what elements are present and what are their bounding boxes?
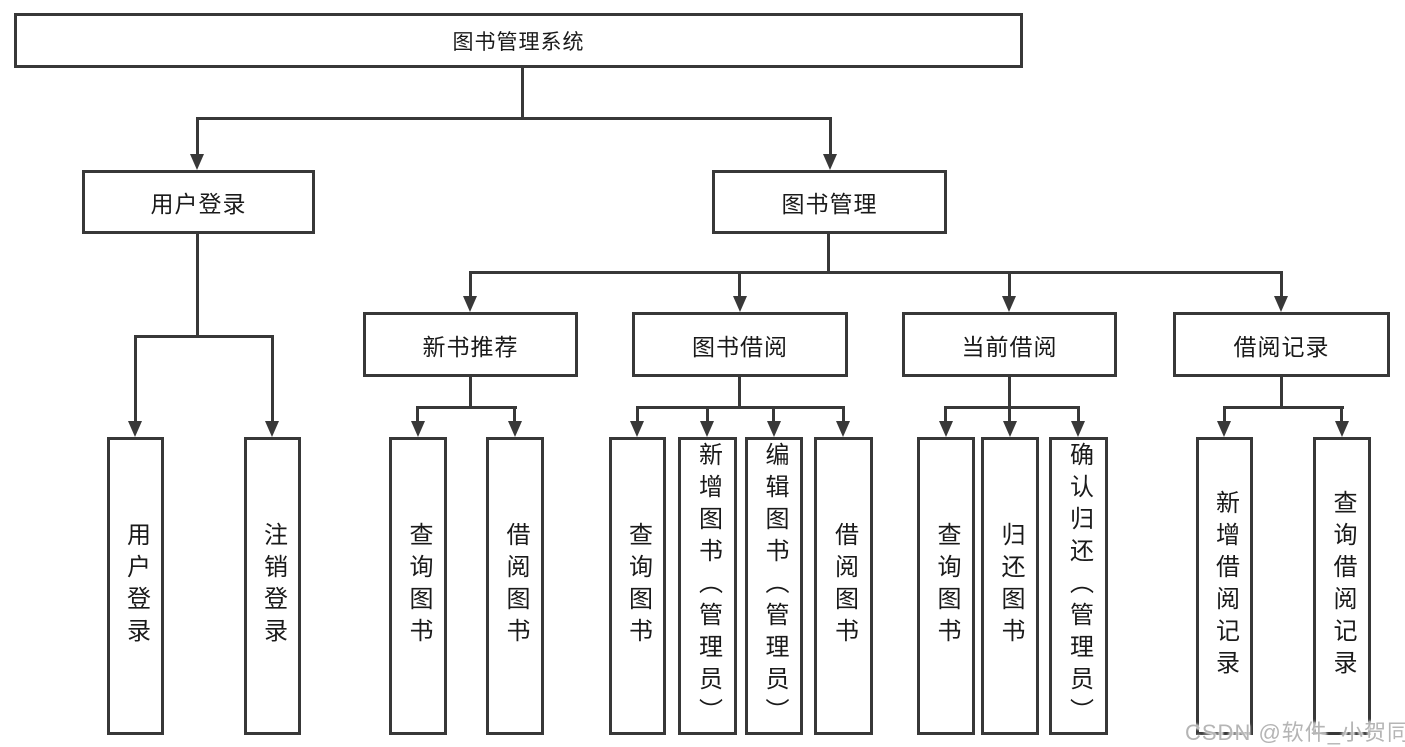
leaf-user-login: 用户登录 (107, 437, 164, 735)
connector-line (1223, 406, 1344, 409)
connector-line (1008, 271, 1011, 297)
node-borrowing-records: 借阅记录 (1173, 312, 1390, 377)
connector-line (469, 271, 472, 297)
connector-line (1077, 406, 1080, 422)
connector-line (271, 335, 274, 421)
node-new-book-recommend: 新书推荐 (363, 312, 578, 377)
connector-line (417, 406, 517, 409)
connector-line (636, 406, 845, 409)
connector-line (1280, 377, 1283, 408)
connector-line (772, 406, 775, 422)
connector-line (469, 271, 1283, 274)
connector-line (842, 406, 845, 422)
leaf-borrow-edit-books-admin: 编辑图书（管理员） (745, 437, 803, 735)
arrow-down-icon (508, 421, 522, 437)
arrow-down-icon (128, 421, 142, 437)
csdn-watermark: CSDN @软件_小贺同学 (1185, 720, 1405, 745)
arrow-down-icon (265, 421, 279, 437)
node-user-login: 用户登录 (82, 170, 315, 234)
connector-line (706, 406, 709, 422)
connector-line (1008, 377, 1011, 408)
arrow-down-icon (190, 154, 204, 170)
connector-line (134, 335, 137, 421)
connector-line (944, 406, 1080, 409)
connector-line (469, 377, 472, 408)
node-current-borrowing: 当前借阅 (902, 312, 1117, 377)
leaf-borrow-add-books-admin: 新增图书（管理员） (678, 437, 737, 735)
connector-line (196, 234, 199, 335)
arrow-down-icon (1003, 421, 1017, 437)
leaf-records-add-record: 新增借阅记录 (1196, 437, 1253, 735)
connector-line (944, 406, 947, 422)
connector-line (1223, 406, 1226, 422)
connector-line (521, 68, 524, 117)
connector-line (134, 335, 274, 338)
arrow-down-icon (1002, 296, 1016, 312)
arrow-down-icon (836, 421, 850, 437)
arrow-down-icon (939, 421, 953, 437)
connector-line (196, 117, 199, 155)
connector-line (1008, 406, 1011, 422)
connector-line (196, 117, 832, 120)
connector-line (1340, 406, 1343, 422)
connector-line (827, 234, 830, 273)
arrow-down-icon (700, 421, 714, 437)
arrow-down-icon (1335, 421, 1349, 437)
arrow-down-icon (1274, 296, 1288, 312)
leaf-logout: 注销登录 (244, 437, 301, 735)
node-book-management: 图书管理 (712, 170, 947, 234)
connector-line (829, 117, 832, 155)
arrow-down-icon (630, 421, 644, 437)
leaf-recommend-borrow-books: 借阅图书 (486, 437, 544, 735)
leaf-current-return-books: 归还图书 (981, 437, 1039, 735)
arrow-down-icon (733, 296, 747, 312)
arrow-down-icon (1217, 421, 1231, 437)
arrow-down-icon (1071, 421, 1085, 437)
connector-line (738, 377, 741, 408)
arrow-down-icon (463, 296, 477, 312)
connector-line (1280, 271, 1283, 297)
arrow-down-icon (411, 421, 425, 437)
connector-line (636, 406, 639, 422)
leaf-borrow-query-books: 查询图书 (609, 437, 666, 735)
arrow-down-icon (823, 154, 837, 170)
node-book-borrowing: 图书借阅 (632, 312, 848, 377)
leaf-current-confirm-return-admin: 确认归还（管理员） (1049, 437, 1108, 735)
connector-line (513, 406, 516, 422)
connector-line (738, 271, 741, 297)
leaf-borrow-borrow-books: 借阅图书 (814, 437, 873, 735)
connector-line (416, 406, 419, 422)
leaf-records-query-record: 查询借阅记录 (1313, 437, 1371, 735)
leaf-current-query-books: 查询图书 (917, 437, 975, 735)
node-library-system: 图书管理系统 (14, 13, 1023, 68)
arrow-down-icon (767, 421, 781, 437)
leaf-recommend-query-books: 查询图书 (389, 437, 447, 735)
